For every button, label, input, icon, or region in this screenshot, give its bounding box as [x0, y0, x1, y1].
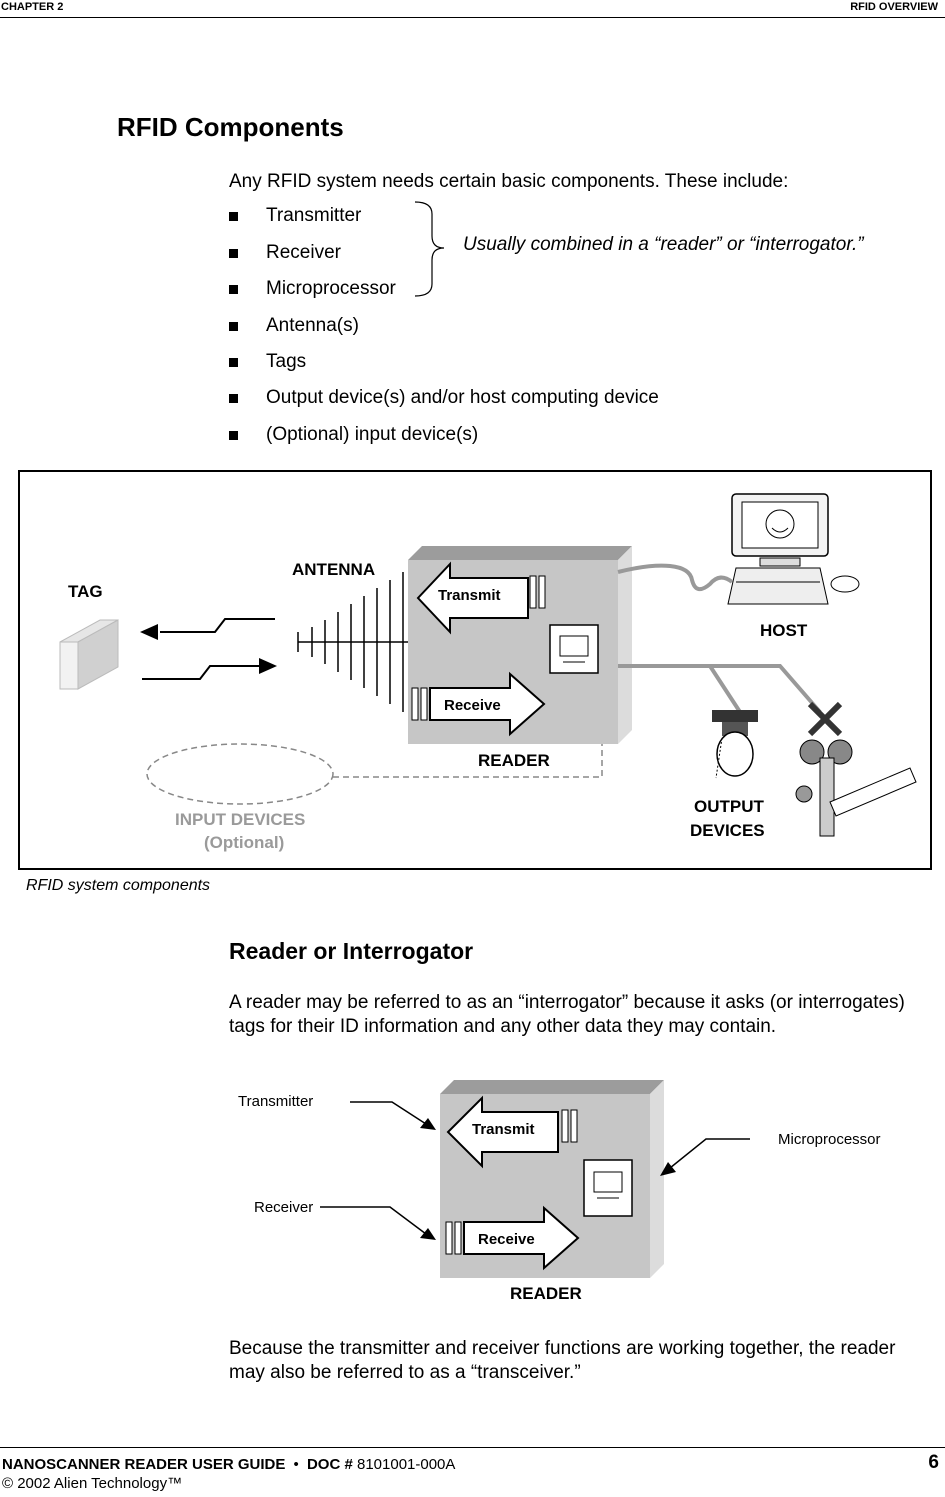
transmitter-label: Transmitter: [238, 1093, 313, 1110]
copyright: © 2002 Alien Technology™: [2, 1475, 183, 1492]
transmit-arrow: [416, 561, 546, 635]
arrow-left-icon: [140, 624, 158, 640]
section-heading: Reader or Interrogator: [229, 938, 474, 964]
lightbulb-icon: [712, 710, 758, 779]
host-computer-icon: [727, 493, 860, 605]
bullet-icon: [229, 394, 238, 403]
host-cable: [617, 563, 734, 592]
reader-label: READER: [478, 751, 550, 770]
footer-guide: NANOSCANNER READER USER GUIDE: [2, 1456, 286, 1473]
input-devices-outline: [146, 743, 334, 805]
bullet-icon: [229, 212, 238, 221]
footer-rule: [0, 1447, 945, 1448]
microprocessor-icon: [549, 624, 599, 674]
output-cable-2: [710, 664, 822, 714]
paragraph-1: A reader may be referred to as an “inter…: [229, 992, 905, 1037]
page-number: 6: [928, 1452, 939, 1473]
input-connector: [333, 744, 603, 778]
reader-diagram: Transmit Receive READER Transmitter Rece…: [238, 1080, 881, 1303]
rfid-system-figure: TAG ANTENNA: [18, 470, 932, 870]
microprocessor-label: Microprocessor: [778, 1131, 881, 1148]
intro-text: Any RFID system needs certain basic comp…: [229, 171, 789, 192]
bullet-icon: [229, 431, 238, 440]
antenna-label: ANTENNA: [292, 560, 375, 579]
pointer-arrowhead-icon: [420, 1118, 436, 1130]
railroad-crossing-icon: [795, 701, 917, 837]
paragraph-2: Because the transmitter and receiver fun…: [229, 1338, 896, 1383]
brace-icon: [414, 201, 445, 297]
signal-arrows: [142, 618, 275, 680]
transmit-label: Transmit: [472, 1121, 535, 1138]
footer-doc-number: 8101001-000A: [356, 1456, 456, 1473]
output-label-1: OUTPUT: [694, 797, 765, 816]
footer-separator: •: [293, 1456, 299, 1473]
microprocessor-pointer: [669, 1138, 750, 1169]
antenna-icon: [297, 572, 408, 712]
reader-label: READER: [510, 1284, 582, 1303]
host-label: HOST: [760, 621, 808, 640]
brace-note: Usually combined in a “reader” or “inter…: [463, 234, 864, 255]
transmit-arrow: [446, 1095, 578, 1169]
receive-label: Receive: [444, 697, 501, 714]
microprocessor-icon: [583, 1159, 633, 1217]
header-rule: [0, 17, 945, 18]
header-section: RFID OVERVIEW: [850, 1, 938, 13]
pointer-arrowhead-icon: [660, 1162, 676, 1176]
output-label-2: DEVICES: [690, 821, 765, 840]
input-label-2: (Optional): [204, 833, 284, 852]
receive-arrow: [445, 1205, 580, 1271]
output-cable: [618, 664, 742, 714]
footer-doc-label: DOC #: [306, 1456, 353, 1473]
receive-label: Receive: [478, 1231, 535, 1248]
transmitter-pointer: [350, 1101, 427, 1125]
footer-doc-info: NANOSCANNER READER USER GUIDE • DOC # 81…: [2, 1456, 455, 1473]
bullet-icon: [229, 322, 238, 331]
tag-icon: [59, 619, 119, 690]
pointer-arrowhead-icon: [420, 1228, 436, 1240]
receive-arrow: [411, 671, 546, 737]
tag-label: TAG: [68, 582, 103, 601]
figure-caption: RFID system components: [26, 877, 211, 894]
bullet-icon: [229, 358, 238, 367]
page-title: RFID Components: [117, 112, 344, 142]
bullet-icon: [229, 249, 238, 258]
bullet-icon: [229, 285, 238, 294]
transmit-label: Transmit: [438, 587, 501, 604]
rfid-system-diagram: TAG ANTENNA: [59, 493, 917, 852]
receiver-label: Receiver: [254, 1199, 313, 1216]
arrow-right-icon: [259, 658, 277, 674]
receiver-pointer: [320, 1206, 427, 1235]
header-chapter: CHAPTER 2: [1, 1, 64, 13]
input-label-1: INPUT DEVICES: [175, 810, 305, 829]
